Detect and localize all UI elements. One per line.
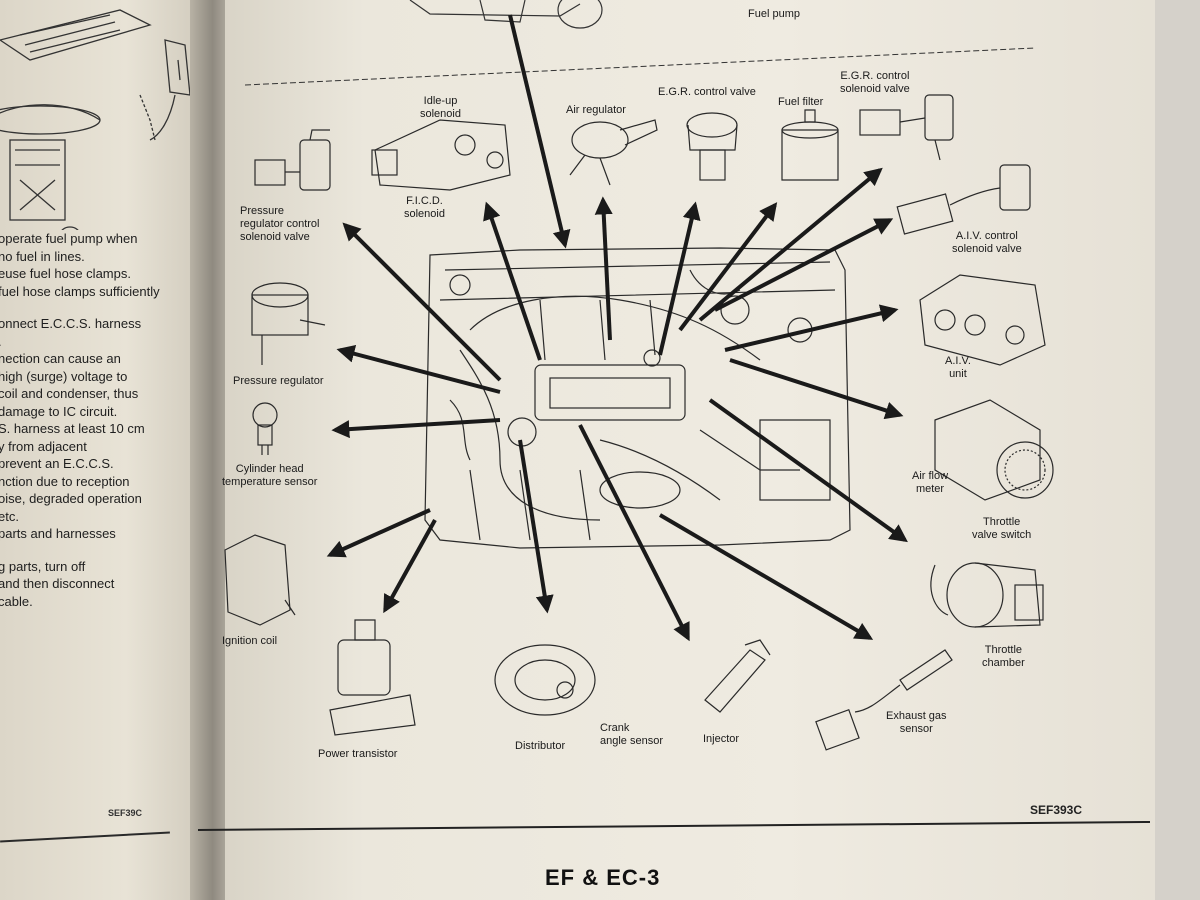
fuel-pump-illustration: [409, 0, 603, 29]
arrow-throttle-chamber: [708, 398, 908, 543]
left-text-line: high (surge) voltage to: [0, 368, 128, 384]
fuel-pump-figure: [0, 9, 191, 230]
left-text-line: onnect E.C.C.S. harness: [0, 316, 142, 331]
left-page: operate fuel pump when no fuel in lines. e…: [0, 0, 210, 900]
left-text-line: nection can cause an: [0, 351, 121, 366]
left-text-line: y from adjacent: [0, 438, 87, 454]
left-figure-code: SEF39C: [108, 808, 143, 818]
arrow-air-flow-meter: [729, 358, 904, 420]
arrow-aiv-unit: [724, 304, 899, 352]
arrow-ficd-solenoid: [483, 201, 542, 361]
distributor-drawing: [494, 644, 596, 716]
arrow-aiv-control-solenoid-valve: [714, 218, 894, 312]
pressure-regulator-label: Pressure regulator: [233, 375, 324, 387]
left-text-line: g parts, turn off: [0, 558, 86, 574]
page-number-title: EF & EC-3: [545, 865, 661, 890]
arrow-crank-angle-sensor: [578, 424, 690, 642]
exhaust-gas-sensor-drawing: [815, 649, 953, 751]
arrow-air-regulator: [594, 196, 613, 341]
egr-control-solenoid-valve-drawing: [859, 94, 954, 161]
section-rule: [244, 47, 1036, 86]
pointer-arrows: [326, 14, 908, 642]
left-text-line: oise, degraded operation: [0, 491, 142, 506]
aiv-control-solenoid-valve-drawing: [896, 164, 1031, 235]
left-text-line: etc.: [0, 508, 19, 524]
arrow-fuel-filter: [678, 202, 778, 332]
left-text-line: and then disconnect: [0, 576, 115, 591]
ignition-coil-label: Ignition coil: [222, 635, 278, 647]
cylinder-head-temperature-sensor-drawing: [252, 402, 278, 455]
page-edge: [1150, 0, 1200, 900]
power-transistor-drawing: [329, 619, 416, 736]
left-page-text: operate fuel pump when no fuel in lines. e…: [0, 230, 203, 610]
left-text-line: parts and harnesses: [0, 526, 116, 541]
ignition-coil-drawing: [224, 534, 296, 626]
arrow-ignition-coil: [326, 508, 431, 558]
aiv-unit-label: A.I.V.unit: [945, 355, 971, 380]
arrow-egr-control-solenoid-valve: [698, 167, 883, 322]
engine-bay-illustration: [424, 247, 851, 549]
ficd-solenoid-label: F.I.C.D.solenoid: [404, 195, 445, 220]
bottom-rule: [197, 821, 1151, 831]
arrow-pressure-regulator: [336, 344, 501, 394]
idle-up-solenoid-drawing: [371, 119, 511, 191]
pressure-regulator-control-solenoid-valve-drawing: [254, 129, 331, 191]
left-text-line: euse fuel hose clamps.: [0, 266, 131, 281]
injector-label: Injector: [703, 733, 740, 745]
arrow-power-transistor: [383, 519, 437, 614]
power-transistor-label: Power transistor: [318, 748, 398, 760]
egr-control-valve-label: E.G.R. control valve: [658, 86, 756, 98]
figure-code: SEF393C: [1030, 803, 1083, 817]
fuel-filter-drawing: [781, 109, 839, 181]
injector-drawing: [704, 639, 771, 713]
arrow-distributor: [518, 439, 554, 614]
arrow-fuel-pump: [508, 14, 571, 249]
left-text-line: .: [0, 333, 203, 351]
left-text-line: coil and condenser, thus: [0, 386, 139, 401]
left-text-line: prevent an E.C.C.S.: [0, 456, 114, 471]
left-text-line: S. harness at least 10 cm: [0, 421, 145, 436]
arrow-exhaust-gas-sensor: [658, 513, 874, 640]
fuel-filter-label: Fuel filter: [778, 96, 824, 108]
throttle-chamber-drawing: [930, 562, 1044, 628]
distributor-label: Distributor: [515, 740, 566, 752]
egr-control-valve-drawing: [686, 112, 738, 181]
left-text-line: no fuel in lines.: [0, 248, 85, 264]
fuel-pump-label: Fuel pump: [748, 8, 800, 20]
left-text-line: fuel hose clamps sufficiently: [0, 283, 160, 299]
pressure-regulator-drawing: [251, 282, 326, 365]
air-regulator-drawing: [569, 119, 658, 186]
left-text-line: operate fuel pump when: [0, 231, 138, 246]
arrow-cylinder-head-temperature-sensor: [331, 418, 501, 439]
arrow-egr-control-valve: [658, 201, 701, 356]
left-text-line: damage to IC circuit.: [0, 403, 118, 419]
arrow-pressure-regulator-control-solenoid-valve: [342, 222, 502, 382]
aiv-unit-drawing: [919, 274, 1046, 366]
air-flow-meter-drawing: [934, 399, 1054, 501]
left-text-line: nction due to reception: [0, 473, 130, 489]
left-text-line: cable.: [0, 593, 33, 609]
air-regulator-label: Air regulator: [566, 104, 626, 116]
